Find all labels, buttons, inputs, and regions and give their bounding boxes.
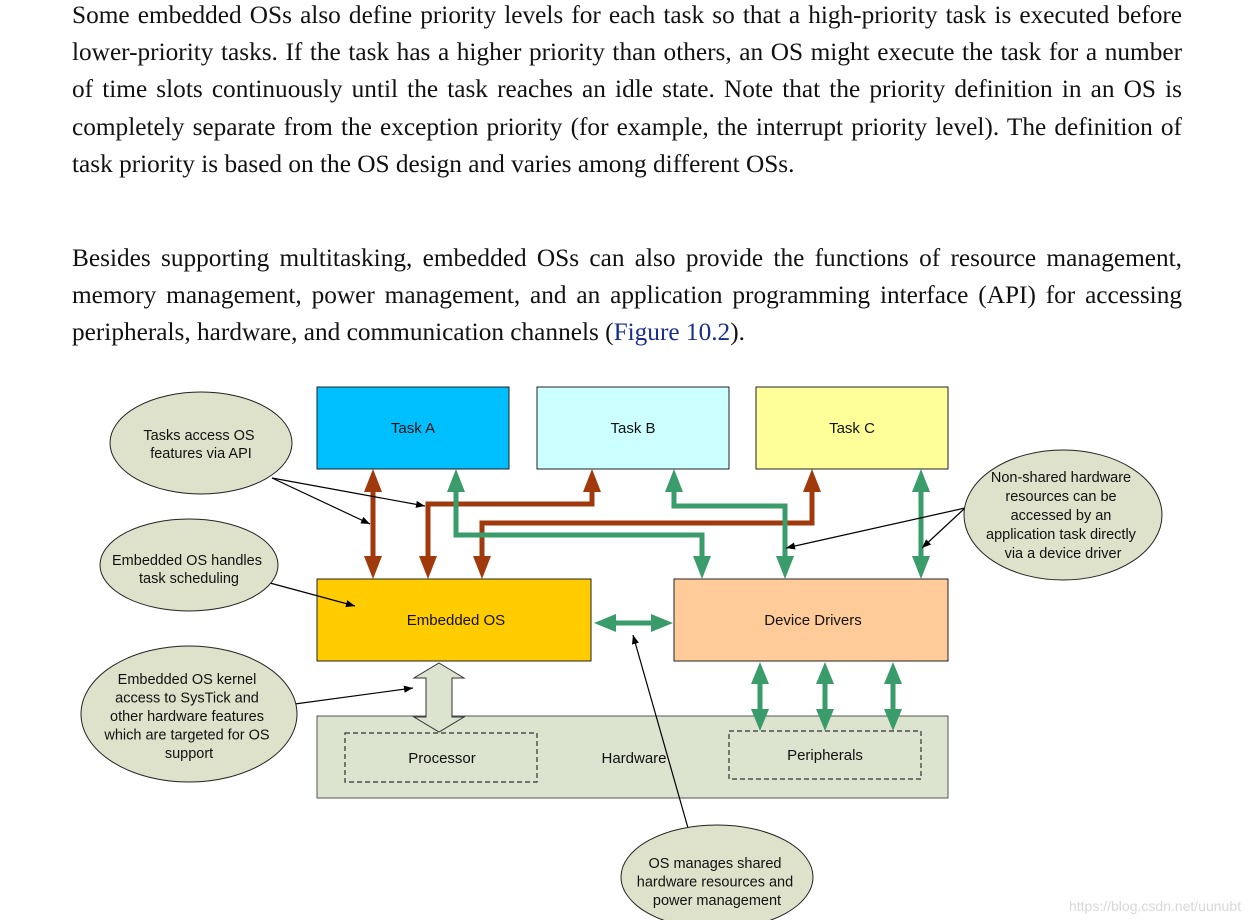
os-processor-arrow bbox=[412, 662, 466, 733]
bubble-scheduling: Embedded OS handles task scheduling bbox=[99, 518, 279, 612]
shared-pointer bbox=[632, 634, 689, 829]
task-c-box bbox=[755, 386, 949, 470]
bubble-kernel-line-1: Embedded OS kernel bbox=[118, 672, 257, 688]
os-task-b-arrow bbox=[419, 469, 601, 579]
bubble-shared: OS manages shared hardware resources and… bbox=[620, 824, 814, 920]
paragraph-priority: Some embedded OSs also define priority l… bbox=[72, 0, 1182, 183]
bubble-shared-line-3: power management bbox=[653, 893, 781, 909]
embedded-os-label: Embedded OS bbox=[407, 612, 505, 629]
paragraph-priority-text: Some embedded OSs also define priority l… bbox=[72, 1, 1182, 178]
bubble-shared-line-2: hardware resources and bbox=[637, 875, 793, 891]
api-pointer-1 bbox=[271, 477, 371, 525]
svg-text:OS manages shared hardwa: OS manages shared hardware resources and… bbox=[637, 856, 797, 909]
hardware-box bbox=[316, 715, 949, 799]
bubble-scheduling-line-1: Embedded OS handles bbox=[112, 553, 262, 569]
figure-link[interactable]: Figure 10.2 bbox=[613, 318, 731, 347]
peripherals-label: Peripherals bbox=[787, 747, 863, 764]
bubble-shared-line-1: OS manages shared bbox=[648, 856, 781, 872]
task-c-label: Task C bbox=[829, 420, 875, 437]
bubble-api-line-1: Tasks access OS bbox=[143, 428, 254, 444]
drivers-peripherals-arrow-3 bbox=[884, 662, 902, 731]
svg-text:Tasks access OS features: Tasks access OS features via API bbox=[143, 428, 258, 462]
task-b-label: Task B bbox=[610, 420, 655, 437]
paragraph-services-text: Besides supporting multitasking, embedde… bbox=[72, 244, 1182, 347]
os-task-c-arrow bbox=[473, 469, 821, 579]
watermark: https://blog.csdn.net/uunubt bbox=[1068, 898, 1241, 914]
api-pointer-2 bbox=[271, 477, 426, 508]
bubble-api-line-2: features via API bbox=[150, 446, 252, 462]
bubble-nonshared-line-4: application task directly bbox=[986, 527, 1137, 543]
bubble-nonshared: Non-shared hardware resources can be acc… bbox=[963, 449, 1163, 581]
hardware-label: Hardware bbox=[601, 750, 666, 767]
device-drivers-label: Device Drivers bbox=[764, 612, 862, 629]
svg-text:Embedded OS kernel acces: Embedded OS kernel access to SysTick and… bbox=[103, 672, 273, 762]
bubble-api: Tasks access OS features via API bbox=[109, 391, 293, 495]
task-b-drivers-arrow bbox=[665, 469, 794, 579]
nonshared-pointer-2 bbox=[921, 507, 966, 549]
bubble-scheduling-line-2: task scheduling bbox=[139, 571, 239, 587]
task-a-box bbox=[316, 386, 510, 470]
device-drivers-box bbox=[673, 578, 949, 662]
bubble-nonshared-line-5: via a device driver bbox=[1005, 546, 1122, 562]
task-b-box bbox=[536, 386, 730, 470]
drivers-peripherals-arrow-1 bbox=[751, 662, 769, 731]
svg-text:Non-shared hardware reso: Non-shared hardware resources can be acc… bbox=[986, 470, 1140, 562]
task-a-os-arrow bbox=[364, 469, 382, 579]
paragraph-services-end: ). bbox=[730, 318, 745, 347]
task-a-label: Task A bbox=[391, 420, 435, 437]
task-c-drivers-arrow bbox=[912, 469, 930, 579]
processor-label: Processor bbox=[408, 750, 476, 767]
drivers-peripherals-arrow-2 bbox=[816, 662, 834, 731]
nonshared-pointer-1 bbox=[785, 507, 966, 550]
bubble-kernel: Embedded OS kernel access to SysTick and… bbox=[80, 645, 298, 783]
bubble-nonshared-line-3: accessed by an bbox=[1011, 508, 1112, 524]
task-a-drivers-arrow bbox=[447, 469, 711, 579]
os-drivers-arrow bbox=[594, 614, 673, 632]
bubble-kernel-line-3: other hardware features bbox=[110, 709, 264, 725]
kernel-pointer bbox=[279, 685, 414, 707]
bubble-nonshared-line-1: Non-shared hardware bbox=[991, 470, 1131, 486]
paragraph-services: Besides supporting multitasking, embedde… bbox=[72, 240, 1182, 352]
svg-text:Embedded OS handles task: Embedded OS handles task scheduling bbox=[112, 553, 266, 587]
bubble-nonshared-line-2: resources can be bbox=[1005, 489, 1116, 505]
processor-box bbox=[344, 732, 538, 783]
scheduling-pointer bbox=[269, 582, 356, 608]
bubble-kernel-line-4: which are targeted for OS bbox=[103, 728, 269, 744]
bubble-kernel-line-5: support bbox=[165, 746, 213, 762]
embedded-os-box bbox=[316, 578, 592, 662]
bubble-kernel-line-2: access to SysTick and bbox=[115, 691, 259, 707]
